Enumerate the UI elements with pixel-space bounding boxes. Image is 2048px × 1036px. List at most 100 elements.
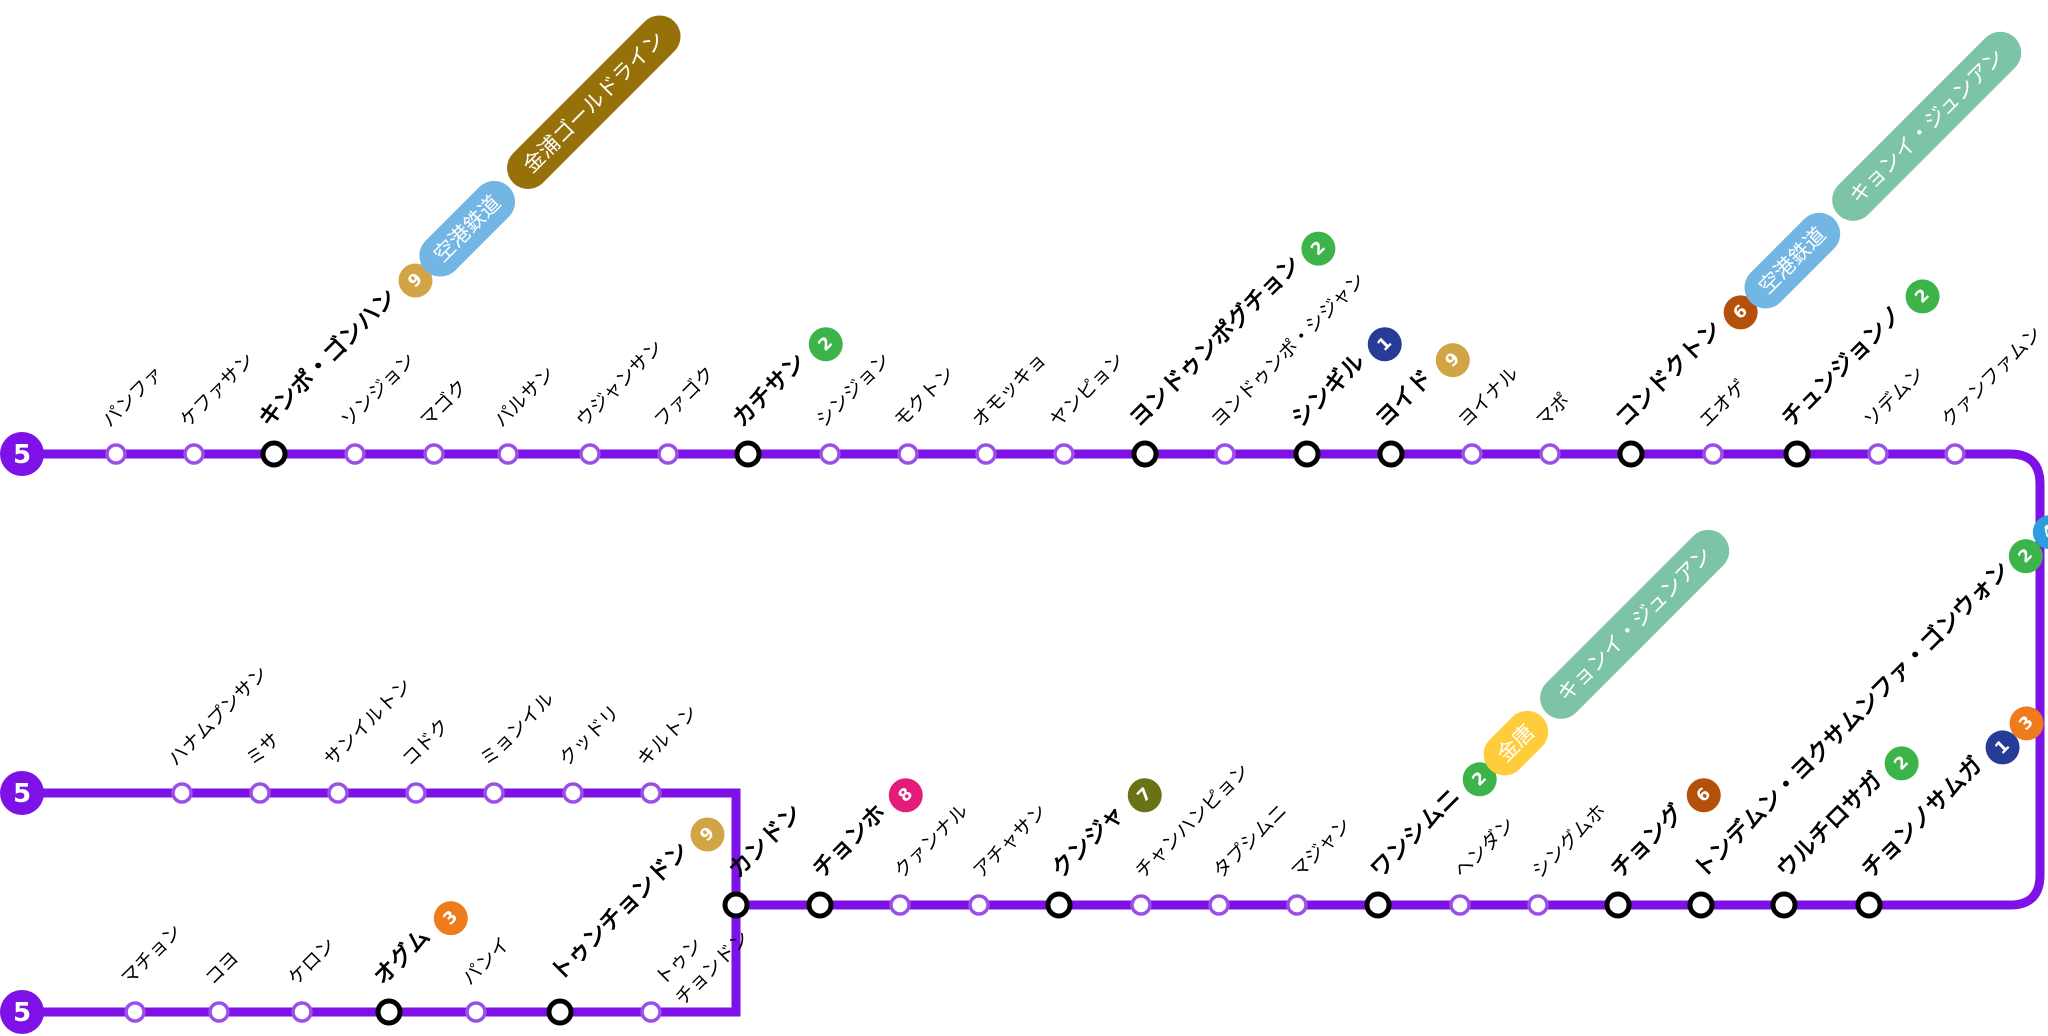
station-label[interactable]: キンポ・ゴンハン bbox=[253, 284, 402, 433]
station-marker[interactable] bbox=[183, 443, 205, 465]
station-label[interactable]: オモッキョ bbox=[968, 349, 1051, 432]
station-marker[interactable] bbox=[1286, 894, 1308, 916]
station-label[interactable]: シンギル bbox=[1287, 349, 1370, 432]
station-marker[interactable] bbox=[1783, 440, 1811, 468]
station-label[interactable]: ソデムン bbox=[1860, 363, 1929, 432]
station-marker[interactable] bbox=[1131, 440, 1159, 468]
station-label[interactable]: コドク bbox=[398, 715, 454, 771]
station-marker[interactable] bbox=[657, 443, 679, 465]
station-marker[interactable] bbox=[483, 782, 505, 804]
station-label[interactable]: ソンジョン bbox=[337, 349, 420, 432]
station-label[interactable]: シンジョン bbox=[812, 349, 895, 432]
station-marker[interactable] bbox=[423, 443, 445, 465]
station-marker[interactable] bbox=[208, 1001, 230, 1023]
station-label[interactable]: ヨイド bbox=[1371, 365, 1438, 432]
station-label[interactable]: マチョン bbox=[117, 920, 186, 989]
station-label[interactable]: ファゴク bbox=[650, 362, 719, 431]
station-marker[interactable] bbox=[1377, 440, 1405, 468]
station-marker[interactable] bbox=[465, 1001, 487, 1023]
station-label[interactable]: マポ bbox=[1532, 389, 1574, 431]
station-marker[interactable] bbox=[975, 443, 997, 465]
station-marker[interactable] bbox=[291, 1001, 313, 1023]
station-marker[interactable] bbox=[1053, 443, 1075, 465]
station-marker[interactable] bbox=[375, 998, 403, 1026]
station-marker[interactable] bbox=[1855, 891, 1883, 919]
station-label[interactable]: マジャン bbox=[1287, 814, 1356, 883]
station-label[interactable]: ヨイナル bbox=[1454, 363, 1523, 432]
station-label[interactable]: マゴク bbox=[416, 376, 472, 432]
stations bbox=[105, 440, 1966, 1026]
station-label[interactable]: ヤンピョン bbox=[1046, 349, 1129, 432]
station-label[interactable]: ケファサン bbox=[176, 349, 259, 432]
station-marker[interactable] bbox=[640, 1001, 662, 1023]
station-marker[interactable] bbox=[1770, 891, 1798, 919]
station-label[interactable]: クァンナル bbox=[890, 800, 973, 883]
station-marker[interactable] bbox=[405, 782, 427, 804]
station-marker[interactable] bbox=[497, 443, 519, 465]
station-label[interactable]: ヘンダン bbox=[1450, 813, 1519, 882]
station-marker[interactable] bbox=[1364, 891, 1392, 919]
station-label[interactable]: パルサン bbox=[490, 362, 559, 431]
station-label[interactable]: シングムホ bbox=[1528, 800, 1610, 882]
station-marker[interactable] bbox=[1687, 891, 1715, 919]
station-label[interactable]: クァンファムン bbox=[1937, 322, 2046, 431]
station-marker[interactable] bbox=[1214, 443, 1236, 465]
station-label[interactable]: カチサン bbox=[728, 349, 811, 432]
line-5-terminal-badge bbox=[0, 771, 44, 815]
station-label[interactable]: アチャサン bbox=[969, 800, 1051, 882]
station-label[interactable]: エオゲ bbox=[1695, 376, 1751, 432]
station-label[interactable]: チョング bbox=[1605, 799, 1689, 883]
station-label[interactable]: パンファ bbox=[98, 362, 168, 432]
station-marker[interactable] bbox=[105, 443, 127, 465]
station-marker[interactable] bbox=[1617, 440, 1645, 468]
station-marker[interactable] bbox=[734, 440, 762, 468]
station-marker[interactable] bbox=[1045, 891, 1073, 919]
station-marker[interactable] bbox=[640, 782, 662, 804]
station-marker[interactable] bbox=[1293, 440, 1321, 468]
station-marker[interactable] bbox=[722, 891, 750, 919]
station-marker[interactable] bbox=[171, 782, 193, 804]
station-marker[interactable] bbox=[579, 443, 601, 465]
station-label[interactable]: モクトン bbox=[890, 362, 959, 431]
station-label[interactable]: クッドリ bbox=[555, 701, 624, 770]
station-label[interactable]: キルトン bbox=[633, 701, 702, 770]
station-marker[interactable] bbox=[1539, 443, 1561, 465]
station-marker[interactable] bbox=[819, 443, 841, 465]
station-label[interactable]: チョンホ bbox=[808, 800, 891, 883]
station-marker[interactable] bbox=[124, 1001, 146, 1023]
station-marker[interactable] bbox=[1461, 443, 1483, 465]
station-marker[interactable] bbox=[1449, 894, 1471, 916]
station-label[interactable]: タプシムニ bbox=[1209, 800, 1292, 883]
station-marker[interactable] bbox=[1130, 894, 1152, 916]
station-label[interactable]: オグム bbox=[368, 923, 435, 990]
station-label[interactable]: チョンノサムガ bbox=[1857, 752, 1988, 883]
station-marker[interactable] bbox=[806, 891, 834, 919]
station-marker[interactable] bbox=[562, 782, 584, 804]
station-marker[interactable] bbox=[968, 894, 990, 916]
station-marker[interactable] bbox=[260, 440, 288, 468]
station-label[interactable]: ヨンドゥンポ・シジャン bbox=[1207, 269, 1370, 432]
station-label[interactable]: トンデムン・ヨクサムンファ・ゴンウォン bbox=[1688, 556, 2015, 883]
station-label[interactable]: ケロン bbox=[284, 934, 340, 990]
transfer-line-number: 4 bbox=[2039, 521, 2048, 544]
station-marker[interactable] bbox=[1208, 894, 1230, 916]
station-marker[interactable] bbox=[546, 998, 574, 1026]
station-label[interactable]: コヨ bbox=[201, 947, 243, 989]
station-marker[interactable] bbox=[327, 782, 349, 804]
station-label[interactable]: ヨンドゥンポグチョン bbox=[1124, 251, 1306, 433]
station-label[interactable]: ミサ bbox=[242, 728, 284, 770]
line-5-number: 5 bbox=[13, 779, 31, 809]
station-marker[interactable] bbox=[1944, 443, 1966, 465]
station-label[interactable]: パンイ bbox=[458, 933, 515, 990]
station-label[interactable]: ミョンイル bbox=[476, 688, 559, 771]
station-marker[interactable] bbox=[1867, 443, 1889, 465]
station-marker[interactable] bbox=[1604, 891, 1632, 919]
station-marker[interactable] bbox=[249, 782, 271, 804]
station-marker[interactable] bbox=[1527, 894, 1549, 916]
station-marker[interactable] bbox=[1702, 443, 1724, 465]
transfer-line-2-badge bbox=[1905, 279, 1940, 314]
station-marker[interactable] bbox=[344, 443, 366, 465]
station-marker[interactable] bbox=[897, 443, 919, 465]
station-marker[interactable] bbox=[889, 894, 911, 916]
station-label[interactable]: クンジャ bbox=[1047, 801, 1130, 884]
